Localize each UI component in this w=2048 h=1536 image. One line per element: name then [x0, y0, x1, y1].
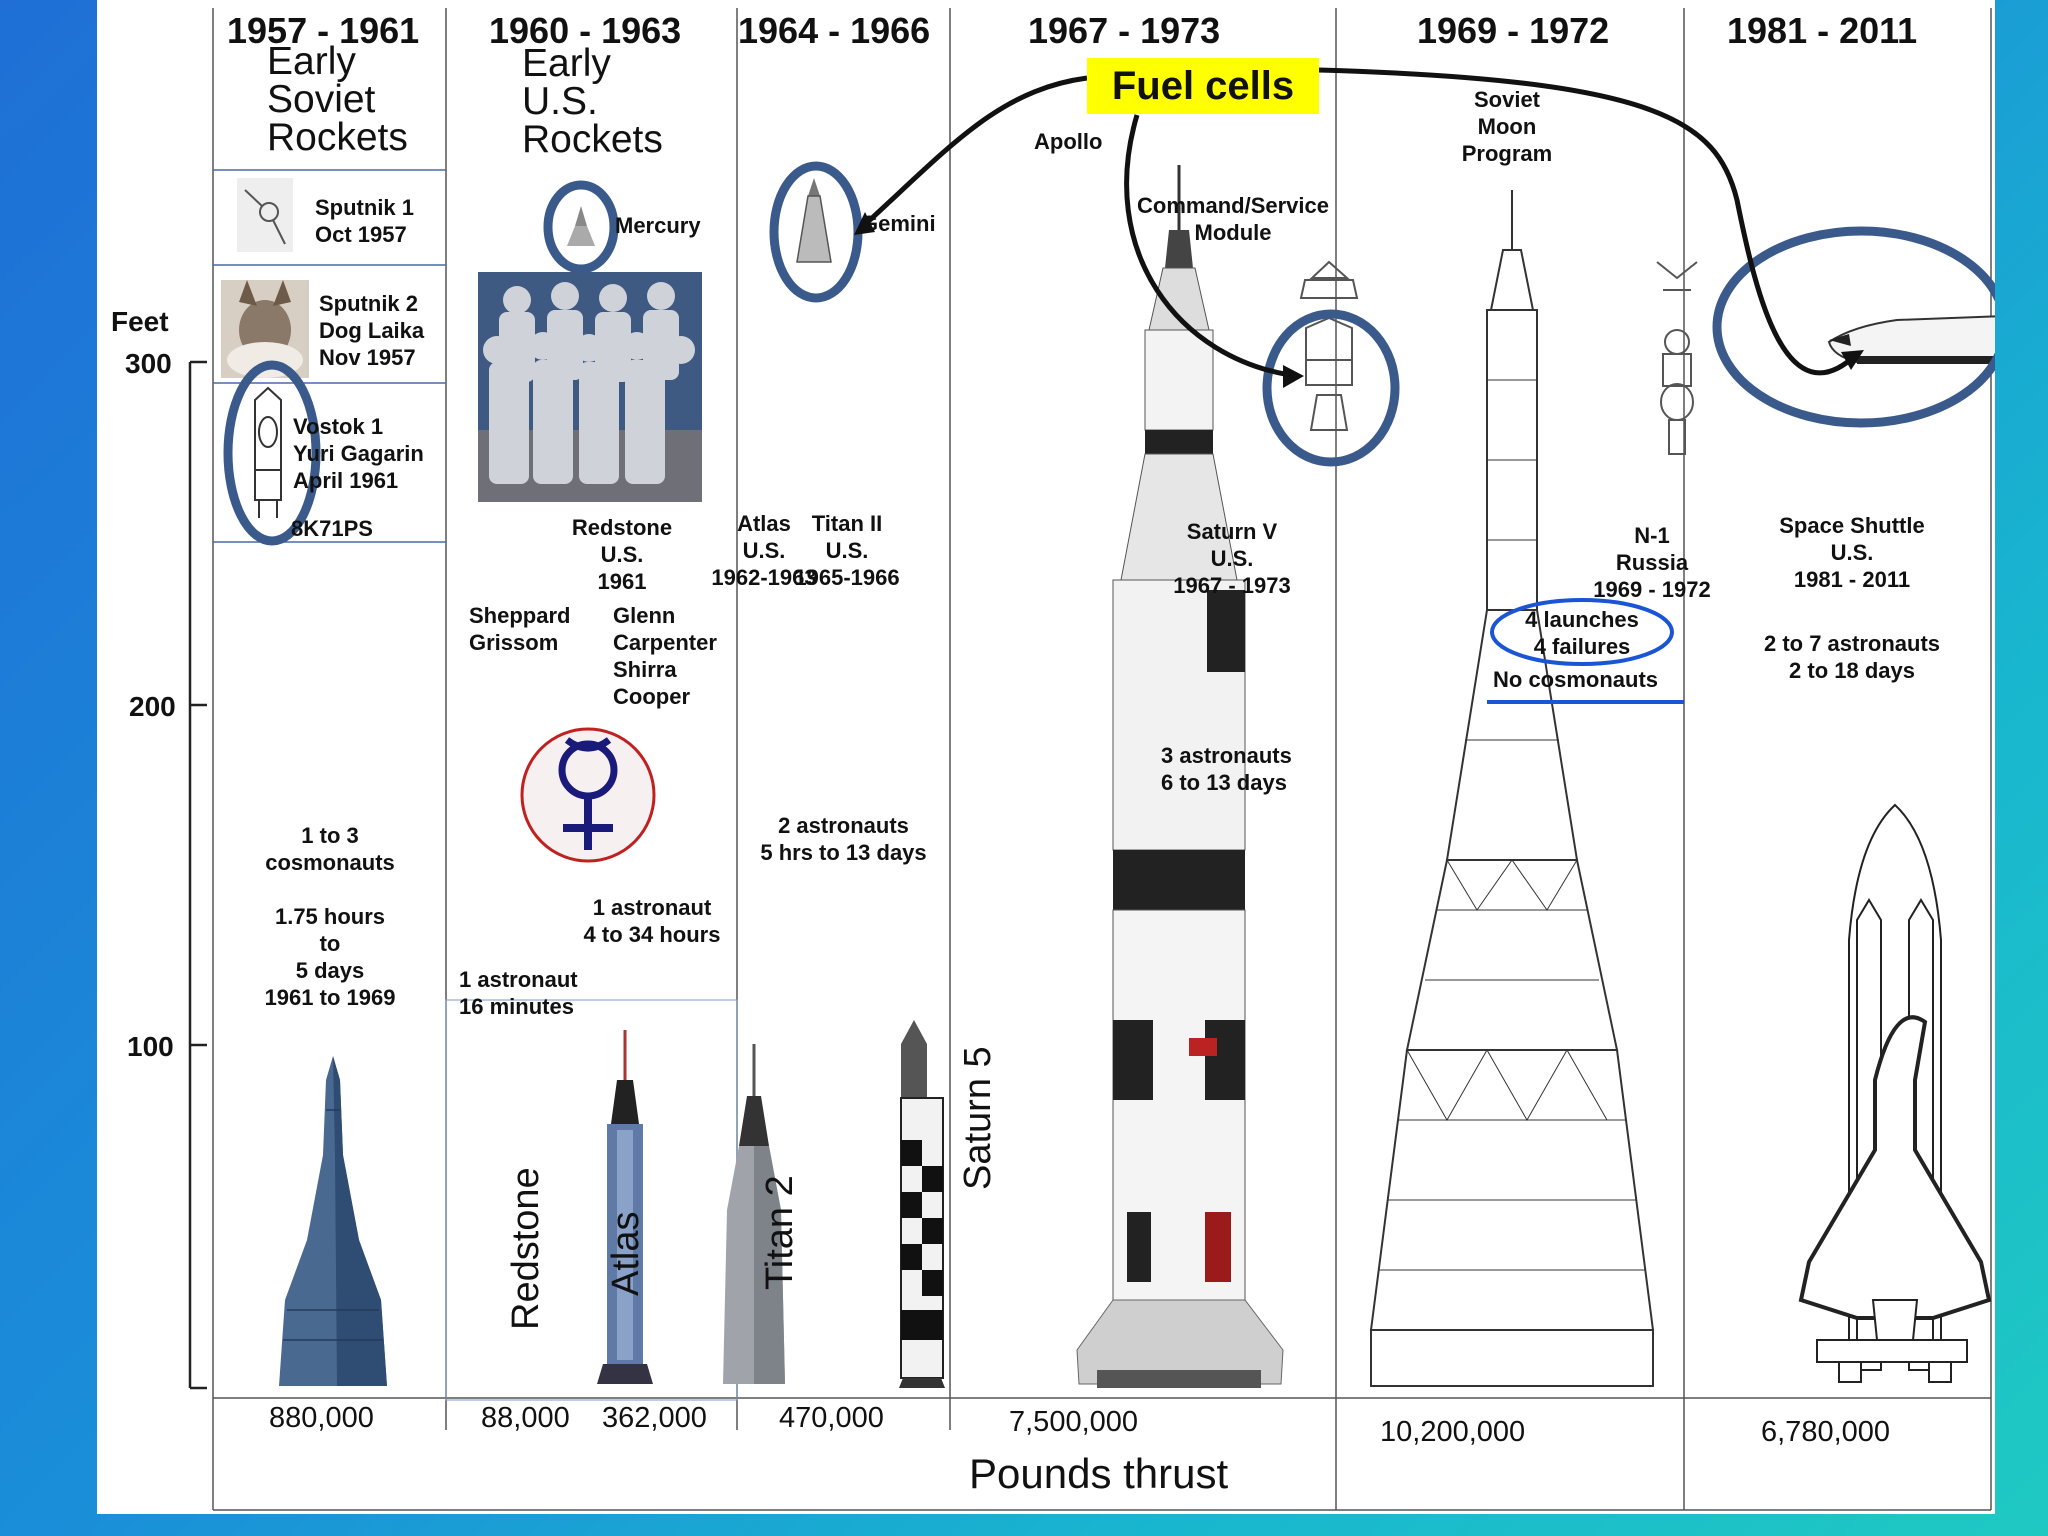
- titan2-rocket: [899, 1020, 945, 1388]
- arrow-heads: [854, 212, 1864, 388]
- mercury-badge: [520, 727, 656, 863]
- grid-lines: [212, 8, 1992, 1511]
- arrow-to-gemini: [857, 75, 1088, 232]
- shuttle-highlight-circle: [1712, 226, 1995, 428]
- thrust-redstone: 88,000: [481, 1402, 570, 1434]
- arrow-to-csm: [1124, 114, 1298, 379]
- mercury-capsule-icon: [567, 206, 595, 246]
- n1-note: No cosmonauts: [1493, 667, 1659, 692]
- arrow-to-shuttle: [1318, 67, 1859, 376]
- redstone-rocket: [597, 1030, 653, 1384]
- y-axis: [188, 360, 207, 1390]
- csm-highlight-circle: [1262, 309, 1400, 467]
- n1-launches-circle: [1490, 598, 1674, 666]
- saturn-rocket-label: Saturn 5: [957, 1046, 999, 1190]
- col4-years: 1967 - 1973: [1028, 10, 1221, 51]
- astronaut-photo: [478, 272, 702, 502]
- atlas-rocket: [723, 1044, 785, 1384]
- col6-years: 1981 - 2011: [1727, 10, 1918, 51]
- y-axis-unit: Feet: [111, 306, 169, 337]
- titan-rocket-label: Titan 2: [759, 1175, 801, 1290]
- saturn-v-rocket: [1076, 165, 1284, 1388]
- x-axis-label: Pounds thrust: [969, 1450, 1229, 1497]
- col5-years: 1969 - 1972: [1417, 10, 1610, 51]
- y-tick-300: 300: [125, 348, 172, 379]
- vostok-vehicle: 8K71PS: [291, 516, 373, 541]
- mercury-highlight-circle: [543, 180, 619, 274]
- fuel-cells-callout: Fuel cells: [1087, 58, 1319, 114]
- apollo-label: Apollo: [1034, 129, 1103, 154]
- shuttle-stack: [1798, 803, 1992, 1383]
- thrust-titan: 470,000: [779, 1402, 884, 1434]
- mercury-label: Mercury: [615, 213, 701, 238]
- gemini-label: Gemini: [861, 211, 936, 236]
- redstone-rocket-label: Redstone: [505, 1167, 547, 1330]
- thrust-shuttle: 6,780,000: [1761, 1416, 1891, 1448]
- csm-module-icon: [1299, 260, 1359, 431]
- fuel-cells-arrows: [857, 67, 1859, 379]
- vostok-rocket: [279, 1056, 387, 1386]
- thrust-saturn: 7,500,000: [1009, 1406, 1139, 1438]
- sputnik1-icon: [237, 178, 293, 252]
- n1-rocket: [1369, 190, 1655, 1387]
- atlas-rocket-label: Atlas: [605, 1211, 647, 1296]
- thrust-vostok: 880,000: [269, 1402, 374, 1434]
- col1-years: 1957 - 1961: [227, 10, 420, 51]
- y-tick-100: 100: [127, 1031, 174, 1062]
- thrust-atlas: 362,000: [602, 1402, 707, 1434]
- vostok-capsule-icon: [254, 386, 282, 518]
- y-tick-200: 200: [129, 691, 176, 722]
- highlight-circles: [223, 161, 1995, 546]
- soyuz-lk-icon: [1656, 261, 1698, 455]
- vostok-highlight-circle: [223, 360, 321, 546]
- diagram-canvas: [188, 8, 1995, 1511]
- col2-years: 1960 - 1963: [489, 10, 682, 51]
- slide: Feet 300 200 100 1957 - 1961 1960 - 1963…: [97, 0, 1995, 1514]
- orbiter-icon: [1827, 315, 1995, 364]
- col3-years: 1964 - 1966: [738, 10, 931, 51]
- thrust-n1: 10,200,000: [1380, 1416, 1526, 1448]
- gemini-capsule-icon: [796, 178, 832, 263]
